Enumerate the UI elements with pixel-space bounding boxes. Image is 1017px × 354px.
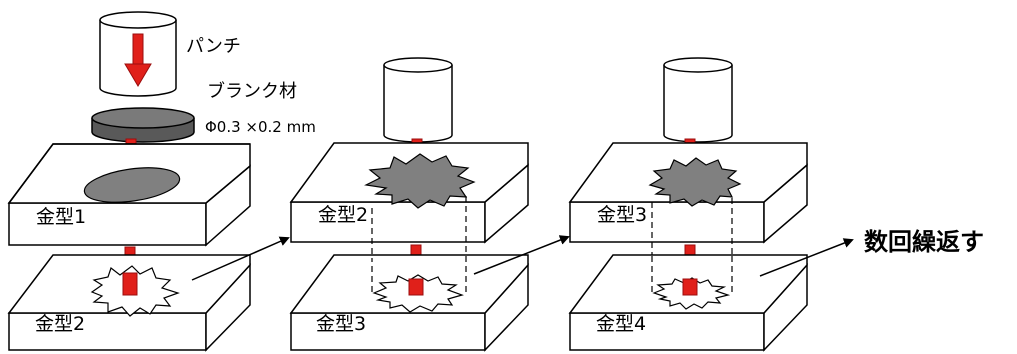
dimension-label: Φ0.3 ×0.2 mm	[205, 118, 316, 136]
punch-arrow-1	[124, 33, 152, 87]
die-3-stage-2	[289, 254, 529, 352]
transfer-arrow-1	[191, 236, 290, 281]
dashed-line	[371, 256, 467, 292]
punch-arrow-tip	[682, 278, 698, 296]
blank-placed	[83, 167, 181, 203]
die-label: 金型2	[35, 313, 85, 335]
punch-arrow-tip	[408, 278, 424, 296]
repeat-label: 数回繰返す	[864, 228, 984, 256]
punch-label: パンチ	[186, 36, 241, 57]
punch-2	[383, 57, 453, 143]
punch-3	[663, 57, 733, 143]
die-label: 金型1	[36, 206, 86, 228]
die-label: 金型4	[596, 313, 646, 335]
dashed-line	[651, 256, 733, 292]
blank-label: ブランク材	[207, 80, 297, 102]
star-shape	[648, 157, 742, 207]
star-shape	[364, 153, 476, 209]
die-label: 金型2	[318, 204, 368, 226]
die-label: 金型3	[597, 204, 647, 226]
transfer-arrow-2	[473, 235, 570, 275]
blank-disk	[91, 107, 195, 143]
transfer-arrow-3	[759, 238, 854, 277]
die-label: 金型3	[316, 313, 366, 335]
punch-arrow-tip	[122, 272, 138, 296]
